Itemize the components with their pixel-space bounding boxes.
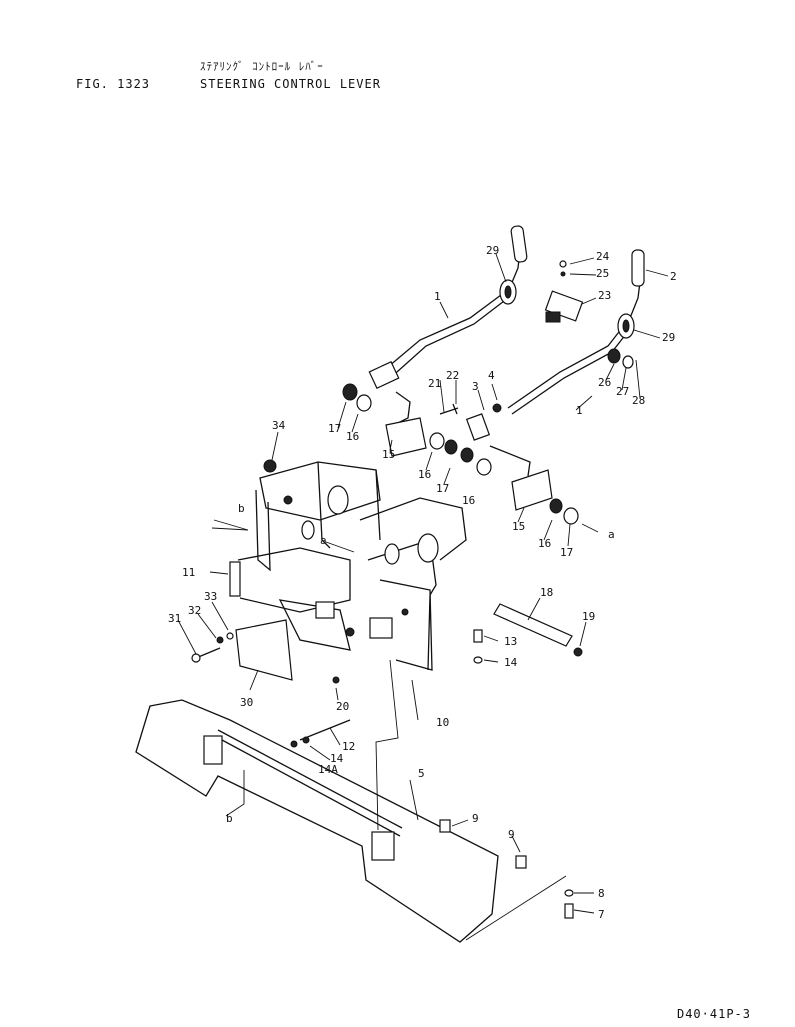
callout-10: 10 (436, 716, 449, 729)
callout-14: 14 (504, 656, 518, 669)
callout-17: 17 (328, 422, 341, 435)
callout-21: 21 (428, 377, 441, 390)
callout-17: 17 (560, 546, 573, 559)
title-japanese: ｽﾃｱﾘﾝｸﾞ ｺﾝﾄﾛｰﾙ ﾚﾊﾞｰ (200, 60, 324, 73)
callout-14: 14 (330, 752, 344, 765)
callout-3: 3 (472, 380, 479, 393)
callout-27: 27 (616, 385, 629, 398)
right-steering-lever (507, 249, 645, 415)
base-rail (135, 659, 574, 943)
callout-20: 20 (336, 700, 349, 713)
callout-1: 1 (434, 290, 441, 303)
main-bracket (237, 459, 467, 671)
callout-b: b (226, 812, 233, 825)
leader-lines (177, 253, 669, 914)
figure-title: STEERING CONTROL LEVER (200, 77, 381, 91)
callout-5: 5 (418, 767, 425, 780)
drawing-code: D40·41P-3 (676, 1007, 751, 1021)
callout-18: 18 (540, 586, 553, 599)
plate-11 (229, 561, 241, 597)
callout-11: 11 (182, 566, 195, 579)
callout-labels: 1 1 2 3 4 5 7 8 9 9 10 11 12 13 14 14 14… (168, 244, 677, 921)
callout-16: 16 (538, 537, 551, 550)
callout-26: 26 (598, 376, 611, 389)
callout-15: 15 (512, 520, 525, 533)
callout-9: 9 (472, 812, 479, 825)
callout-16: 16 (462, 494, 475, 507)
bolt-13 (473, 629, 483, 664)
callout-23: 23 (598, 289, 611, 302)
pin-shaft (493, 603, 583, 657)
callout-25: 25 (596, 267, 609, 280)
callout-34: 34 (272, 419, 286, 432)
callout-15: 15 (382, 448, 395, 461)
switch-assembly (544, 260, 584, 323)
callout-28: 28 (632, 394, 645, 407)
callout-7: 7 (598, 908, 605, 921)
callout-9: 9 (508, 828, 515, 841)
callout-32: 32 (188, 604, 201, 617)
callout-29: 29 (486, 244, 499, 257)
callout-12: 12 (342, 740, 355, 753)
callout-33: 33 (204, 590, 217, 603)
callout-b: b (238, 502, 245, 515)
cover-plate (235, 619, 293, 681)
bolt-set-left (191, 632, 340, 684)
callout-29: 29 (662, 331, 675, 344)
callout-17: 17 (436, 482, 449, 495)
callout-31: 31 (168, 612, 181, 625)
callout-24: 24 (596, 250, 610, 263)
callout-13: 13 (504, 635, 517, 648)
figure-number: FIG. 1323 (76, 77, 151, 91)
left-steering-lever (368, 225, 528, 425)
callout-a: a (320, 534, 327, 547)
callout-16: 16 (346, 430, 359, 443)
callout-22: 22 (446, 369, 459, 382)
callout-30: 30 (240, 696, 253, 709)
callout-1: 1 (576, 404, 583, 417)
bushings-and-shafts (342, 348, 634, 525)
callout-19: 19 (582, 610, 595, 623)
callout-4: 4 (488, 369, 495, 382)
callout-14a: 14A (318, 763, 338, 776)
callout-2: 2 (670, 270, 677, 283)
callout-8: 8 (598, 887, 605, 900)
callout-a: a (608, 528, 615, 541)
callout-16: 16 (418, 468, 431, 481)
